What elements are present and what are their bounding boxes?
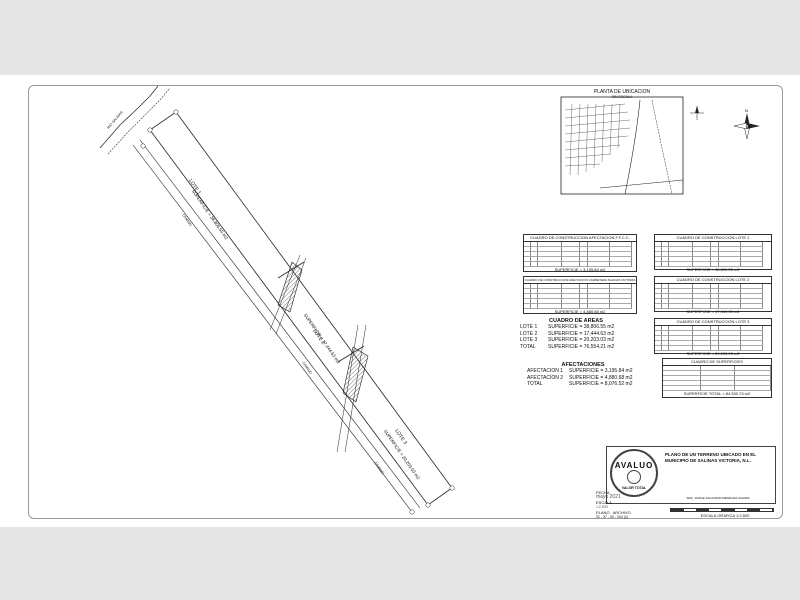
signatory-name: ARQ. JORGE SALVADOR MENDOZA VALDES (686, 496, 750, 500)
table-grid (524, 242, 636, 267)
table-caption: CUADRO DE CONSTRUCCION AFECTACION F.F.C.… (524, 235, 636, 242)
graphic-scale-caption: ESCALA GRAFICA 1:2,500 (700, 513, 750, 518)
table-grid (663, 366, 771, 391)
logo-swirl-icon (627, 470, 641, 484)
afectacion-1-hatch (277, 261, 303, 313)
fecha-value: mayo 2021 (596, 494, 621, 500)
table-total: SUPERFICIE = 38,806.55 m2 (686, 267, 740, 272)
river-edge (99, 85, 159, 149)
location-map-caption: PLANTA DE UBICACION SIN ESCALA (592, 90, 652, 100)
table-total: SUPERFICIE = 20,203.03 m2 (686, 351, 740, 356)
location-map-road (599, 179, 684, 189)
location-map-highway (624, 99, 641, 195)
vertex-marker (425, 502, 431, 508)
table-lote1: CUADRO DE CONSTRUCCION LOTE 1 SUPERFICIE… (654, 234, 772, 272)
escala-label: ESCALA (596, 500, 612, 505)
cross-road-1b (275, 257, 307, 335)
location-map-streets (564, 103, 631, 176)
location-map-river (651, 99, 673, 195)
clave-value: 31 - 37 - 00 - 004 (1) (596, 515, 629, 519)
map-north-arrow-icon (690, 106, 704, 120)
table-total: SUPERFICIE = 3,195.84 m2 (554, 267, 606, 272)
table-total: SUPERFICIE = 17,444.63 m2 (686, 309, 740, 314)
cross-road-1a (269, 254, 301, 331)
vertex-marker (449, 485, 455, 491)
table-caption: CUADRO DE SUPERFICIES (663, 359, 771, 366)
table-caption: CUADRO DE CONSTRUCCION LOTE 3 (655, 319, 771, 326)
vertex-marker (409, 509, 415, 515)
svg-text:N: N (745, 108, 748, 113)
road-line-1 (132, 144, 413, 513)
table-grid (655, 242, 771, 267)
logo-subtitle: VALOR TOTAL (621, 486, 647, 490)
table-total: SUPERFICIE TOTAL = 84,530.73 m2 (683, 391, 751, 396)
afectacion-2-hatch (342, 346, 369, 403)
table-afectacion-salinas: CUADRO DE CONSTRUCCION AFECTACION CARRET… (523, 276, 637, 314)
table-grid (655, 326, 771, 351)
compass-rose-icon: N (733, 108, 760, 140)
fecha-label: FECHA (596, 490, 610, 495)
vertex-marker (140, 143, 146, 149)
table-caption: CUADRO DE CONSTRUCCION LOTE 2 (655, 277, 771, 284)
table-total: SUPERFICIE = 4,880.68 m2 (554, 309, 606, 314)
avaluo-logo: AVALUO VALOR TOTAL (610, 449, 658, 497)
table-superficies: CUADRO DE SUPERFICIES SUPERFICIE TOTAL =… (662, 358, 772, 398)
graphic-scale-bar (670, 508, 774, 512)
lot-divider-2 (337, 345, 365, 363)
plano-value: ARCHIVO (612, 510, 631, 515)
table-grid (655, 284, 771, 309)
river-edge-2 (107, 87, 171, 155)
cross-road-2b (344, 324, 367, 453)
plano-label: PLANO (596, 510, 610, 515)
plan-metadata: FECHA mayo 2021 ESCALA 1:2,500 PLANO ARC… (596, 490, 660, 520)
areas-heading: CUADRO DE AREAS (549, 318, 603, 324)
top-margin (0, 0, 800, 75)
vertex-marker (173, 109, 179, 115)
parcel-outline (149, 111, 453, 506)
location-map-frame (560, 96, 684, 195)
table-caption: CUADRO DE CONSTRUCCION AFECTACION CARRET… (524, 278, 636, 284)
table-caption: CUADRO DE CONSTRUCCION LOTE 1 (655, 235, 771, 242)
cross-road-2a (336, 324, 359, 453)
table-grid (524, 284, 636, 309)
bottom-margin (0, 527, 800, 600)
escala-value: 1:2,500 (596, 505, 608, 509)
table-lote2: CUADRO DE CONSTRUCCION LOTE 2 SUPERFICIE… (654, 276, 772, 314)
plan-title: PLANO DE UN TERRENO UBICADO EN EL MUNICI… (665, 452, 756, 463)
location-map-title: PLANTA DE UBICACION (593, 89, 651, 95)
vertex-marker (147, 127, 153, 133)
afectaciones-heading: AFECTACIONES (561, 362, 605, 368)
logo-word: AVALUO (614, 461, 654, 470)
plano-row: PLANO ARCHIVO (596, 510, 660, 515)
location-map-subtitle: SIN ESCALA (611, 95, 633, 99)
table-lote3: CUADRO DE CONSTRUCCION LOTE 3 SUPERFICIE… (654, 318, 772, 356)
table-afectacion-ffcc: CUADRO DE CONSTRUCCION AFECTACION F.F.C.… (523, 234, 637, 272)
